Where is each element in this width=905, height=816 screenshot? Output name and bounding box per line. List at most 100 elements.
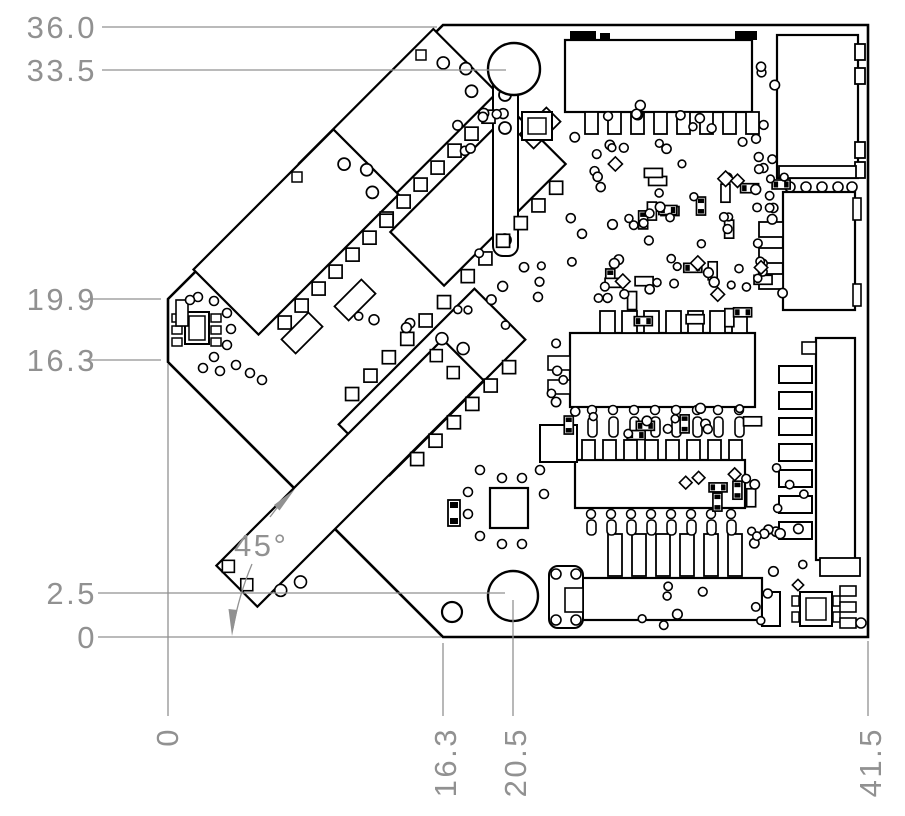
connector-pin bbox=[607, 533, 623, 577]
pad-hole bbox=[607, 404, 619, 416]
via bbox=[752, 273, 763, 284]
via bbox=[662, 423, 673, 435]
edge-pad bbox=[379, 213, 394, 229]
smt-pad bbox=[666, 519, 677, 536]
edge-pad bbox=[839, 617, 857, 629]
filled-pad bbox=[710, 484, 716, 491]
top-connector-tab bbox=[735, 31, 757, 40]
pad-hole bbox=[712, 404, 724, 416]
via bbox=[767, 565, 780, 578]
diamond-pad bbox=[709, 286, 726, 303]
chip-pad bbox=[210, 337, 222, 347]
pad-hole bbox=[585, 508, 597, 520]
via bbox=[532, 291, 544, 303]
via bbox=[672, 261, 682, 272]
filled-pad bbox=[697, 209, 704, 214]
diamond-pad bbox=[614, 272, 632, 290]
smt-pad bbox=[608, 416, 619, 438]
edge-pad bbox=[548, 180, 564, 196]
filled-pad bbox=[607, 270, 614, 275]
via bbox=[623, 428, 634, 439]
top-connector-body bbox=[563, 38, 754, 114]
via bbox=[197, 362, 209, 374]
via bbox=[663, 581, 674, 592]
filled-pad bbox=[685, 264, 690, 271]
edge-pad bbox=[363, 368, 378, 383]
castellated-pad bbox=[778, 495, 813, 514]
via bbox=[756, 615, 766, 626]
top-right-connector-body bbox=[775, 33, 860, 180]
filled-pad bbox=[734, 482, 741, 488]
via bbox=[500, 320, 511, 331]
strip-end-pad bbox=[291, 171, 303, 183]
via bbox=[755, 61, 767, 73]
via bbox=[628, 220, 639, 231]
via bbox=[273, 583, 288, 598]
edge-pad bbox=[294, 298, 310, 313]
connector-end-pad bbox=[446, 365, 461, 380]
via bbox=[462, 486, 474, 498]
via bbox=[641, 415, 653, 427]
filled-pad bbox=[714, 494, 721, 500]
via bbox=[702, 267, 715, 279]
via bbox=[751, 531, 762, 542]
via bbox=[630, 108, 643, 120]
ic-pin bbox=[709, 310, 726, 334]
filled-pad bbox=[565, 417, 572, 423]
via bbox=[638, 217, 649, 229]
diamond-pad bbox=[691, 470, 707, 486]
chip-pad bbox=[210, 325, 222, 335]
pad-hole bbox=[665, 508, 677, 520]
via bbox=[496, 538, 508, 550]
via bbox=[607, 142, 617, 153]
edge-pad bbox=[501, 359, 517, 375]
latch-pad bbox=[570, 568, 582, 580]
pad-hole bbox=[832, 181, 844, 193]
pad-hole bbox=[800, 181, 812, 193]
via bbox=[293, 575, 308, 589]
via bbox=[752, 238, 763, 249]
via bbox=[741, 282, 752, 292]
via bbox=[225, 323, 237, 335]
via bbox=[565, 212, 577, 224]
center-ic-upper-body bbox=[568, 331, 757, 409]
edge-pad bbox=[460, 268, 476, 284]
pad-hole bbox=[816, 181, 828, 193]
filled-pad bbox=[773, 181, 779, 188]
via bbox=[569, 131, 581, 143]
via bbox=[670, 414, 680, 424]
via bbox=[652, 277, 662, 288]
dim-label-angle: 45° bbox=[234, 528, 288, 563]
via bbox=[452, 119, 464, 131]
filled-pad bbox=[639, 432, 644, 439]
via bbox=[208, 295, 220, 307]
edge-pad bbox=[418, 313, 433, 328]
via bbox=[546, 388, 557, 399]
via bbox=[624, 213, 634, 224]
via bbox=[456, 341, 470, 356]
ic-pin bbox=[686, 439, 701, 461]
smt-pad bbox=[692, 416, 703, 438]
connector-pin bbox=[631, 533, 647, 577]
dim-label-0-bottom: 0 bbox=[150, 727, 185, 747]
edge-pad bbox=[464, 396, 480, 412]
filled-pad bbox=[648, 422, 653, 429]
via bbox=[214, 365, 226, 377]
pad-hole bbox=[855, 617, 867, 629]
edge-pad bbox=[175, 299, 189, 327]
diagonal-components bbox=[191, 27, 568, 609]
via bbox=[435, 331, 449, 346]
connector-end-pad bbox=[429, 348, 444, 363]
via bbox=[551, 338, 562, 349]
smt-pad bbox=[586, 519, 597, 536]
via bbox=[221, 339, 233, 351]
via bbox=[599, 281, 611, 292]
via bbox=[779, 172, 789, 182]
pad-hole bbox=[459, 61, 473, 76]
dim-label-16-3-left: 16.3 bbox=[27, 343, 97, 378]
via bbox=[551, 365, 563, 377]
pad-hole bbox=[846, 181, 858, 193]
smt-pad bbox=[726, 519, 737, 536]
pad-hole bbox=[625, 508, 637, 520]
chip-pad bbox=[171, 325, 183, 335]
